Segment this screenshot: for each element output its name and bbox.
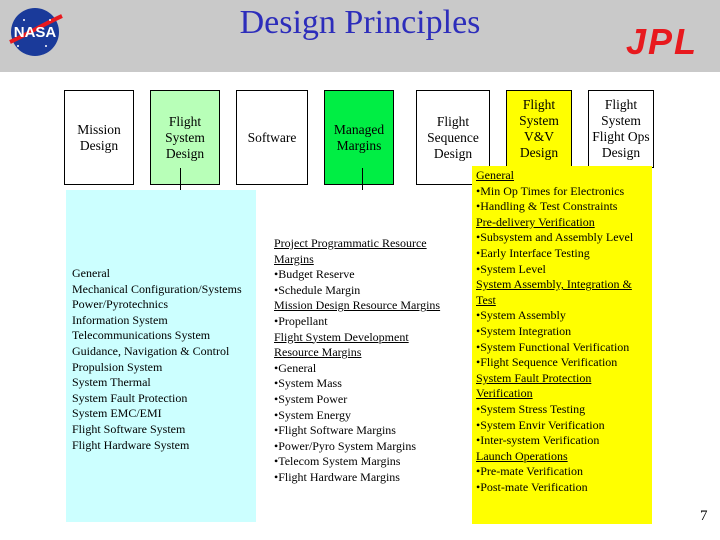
vv-item: •System Functional Verification — [476, 339, 630, 354]
vv-item: •Early Interface Testing — [476, 245, 590, 260]
vv-item: Pre-delivery Verification — [476, 214, 595, 229]
nasa-logo: NASA — [9, 8, 63, 56]
vv-item: General — [476, 168, 514, 182]
managed-margins-label: Managed Margins — [333, 121, 385, 153]
flight-system-ops-label: Flight System Flight Ops Design — [592, 97, 650, 160]
margin-item: Flight System Development — [274, 329, 409, 344]
margin-item: •System Power — [274, 391, 348, 406]
vv-item: •Flight Sequence Verification — [476, 355, 618, 370]
system-item: Propulsion System — [72, 359, 163, 374]
jpl-logo: JPL — [626, 24, 698, 58]
software-label: Software — [247, 129, 297, 145]
margin-item: Mission Design Resource Margins — [274, 298, 441, 313]
margin-item: •Schedule Margin — [274, 282, 361, 297]
vv-item: •System Assembly — [476, 308, 566, 323]
margin-item: Margins — [274, 251, 314, 266]
system-item: Flight Software System — [72, 421, 186, 436]
flight-system-vv-box: Flight System V&V Design — [506, 90, 572, 168]
margin-item: •Power/Pyro System Margins — [274, 438, 416, 453]
managed-margins-box: Managed Margins — [324, 90, 394, 185]
vv-item: •Subsystem and Assembly Level — [476, 230, 634, 245]
svg-text:JPL: JPL — [626, 24, 698, 58]
system-item: Telecommunications System — [72, 328, 211, 343]
system-item: System EMC/EMI — [72, 406, 162, 421]
system-item: Flight Hardware System — [72, 437, 190, 452]
vv-item: Launch Operations — [476, 448, 568, 463]
system-item: Mechanical Configuration/Systems — [72, 281, 242, 296]
vv-item: System Assembly, Integration & — [476, 277, 632, 292]
vv-item: •Handling & Test Constraints — [476, 199, 618, 214]
margin-item: •System Energy — [274, 407, 351, 422]
system-item: Power/Pyrotechnics — [72, 297, 168, 312]
header-bar — [0, 0, 720, 72]
vv-item: •System Level — [476, 261, 546, 276]
flight-system-ops-box: Flight System Flight Ops Design — [588, 90, 654, 168]
margin-item: •General — [274, 360, 317, 375]
vv-item: •Min Op Times for Electronics — [476, 183, 625, 198]
flight-system-vv-label: Flight System V&V Design — [519, 97, 559, 160]
vv-item: •System Stress Testing — [476, 401, 586, 416]
vv-item: •Pre-mate Verification — [476, 464, 583, 479]
margin-item: •Propellant — [274, 313, 328, 328]
margin-item: •System Mass — [274, 376, 342, 391]
margin-item: Resource Margins — [274, 345, 362, 360]
system-item: Guidance, Navigation & Control — [72, 343, 230, 358]
flight-sequence-design-label: Flight Sequence Design — [427, 113, 479, 161]
vv-item: •System Envir Verification — [476, 417, 605, 432]
vv-item: •Post-mate Verification — [476, 479, 588, 494]
system-item: System Thermal — [72, 375, 151, 390]
page-number: 7 — [700, 508, 708, 524]
software-box: Software — [236, 90, 308, 185]
margin-item: •Flight Software Margins — [274, 423, 396, 438]
mission-design-label: Mission Design — [77, 121, 121, 153]
vv-item: •System Integration — [476, 323, 572, 338]
system-item: Information System — [72, 312, 168, 327]
system-item: General — [72, 266, 110, 280]
mission-design-box: Mission Design — [64, 90, 134, 185]
svg-text:NASA: NASA — [14, 24, 57, 41]
vv-item: •Inter-system Verification — [476, 433, 600, 448]
connector-margins — [362, 168, 363, 190]
margin-item: Project Programmatic Resource — [274, 236, 427, 250]
flight-system-design-label: Flight System Design — [165, 113, 205, 161]
page-title: Design Principles — [239, 4, 481, 41]
system-item: System Fault Protection — [72, 390, 188, 405]
margin-item: •Budget Reserve — [274, 267, 355, 282]
vv-panel: General•Min Op Times for Electronics•Han… — [472, 166, 652, 524]
flight-system-design-box: Flight System Design — [150, 90, 220, 185]
connector-system — [180, 168, 181, 190]
vv-item: System Fault Protection — [476, 370, 592, 385]
vv-item: Verification — [476, 386, 533, 401]
margin-item: •Flight Hardware Margins — [274, 469, 400, 484]
margin-item: •Telecom System Margins — [274, 454, 401, 469]
vv-item: Test — [476, 292, 496, 307]
flight-sequence-design-box: Flight Sequence Design — [416, 90, 490, 185]
